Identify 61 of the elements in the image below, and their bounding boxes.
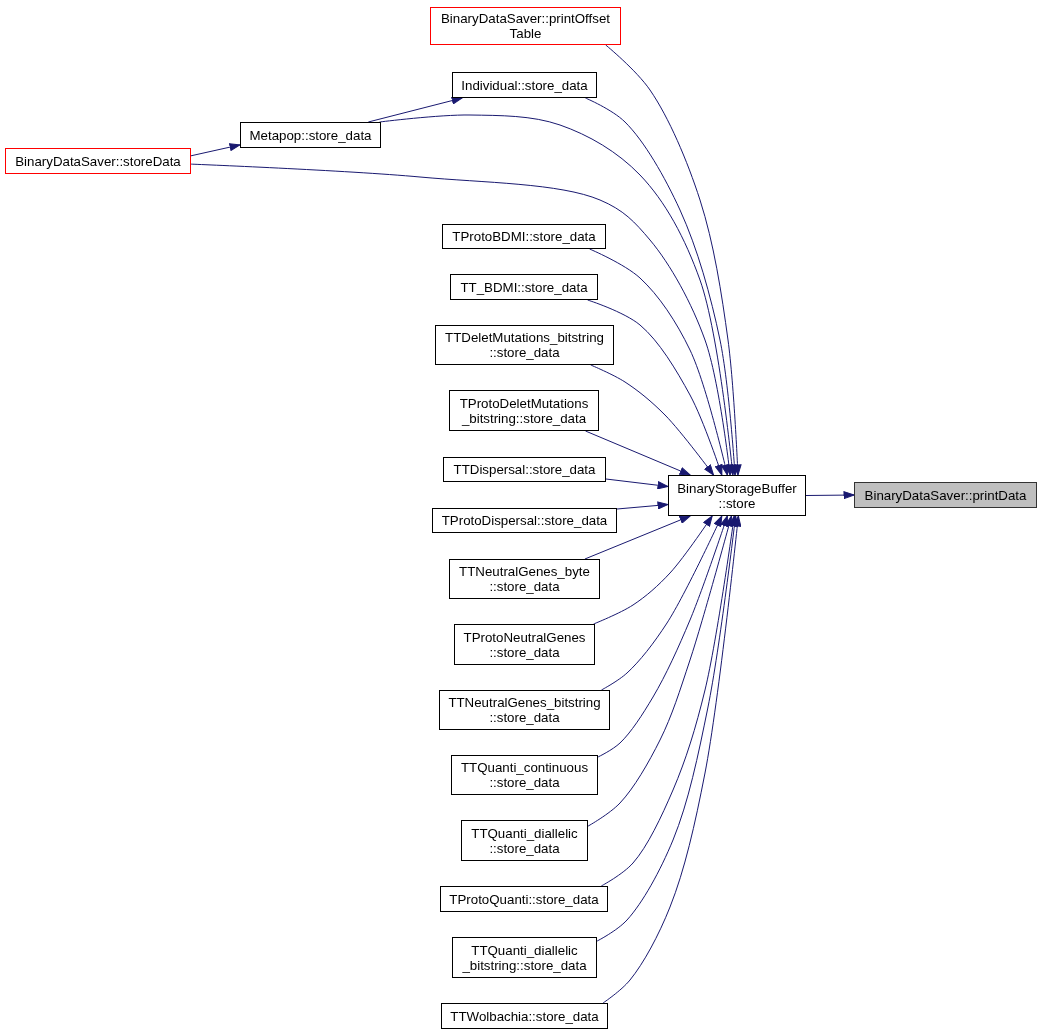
function-box [430, 7, 621, 45]
highlighted-function-box [854, 482, 1037, 508]
function-name: TProtoNeutralGenes ::store_data [463, 629, 586, 660]
call-arrow [584, 97, 739, 476]
function-name: TTWolbachia::store_data [450, 1008, 599, 1024]
function-box [449, 390, 599, 431]
function-box [450, 274, 598, 300]
call-arrow [190, 143, 241, 157]
function-box [442, 224, 606, 249]
call-arrow [805, 491, 855, 500]
call-arrow [605, 44, 742, 476]
function-name: Metapop::store_data [249, 127, 372, 143]
function-box [5, 148, 191, 174]
function-box [449, 559, 600, 599]
function-box [440, 886, 608, 912]
function-name: TTDeletMutations_bitstring ::store_data [445, 330, 604, 360]
call-arrow [597, 515, 728, 758]
function-box [451, 755, 598, 795]
function-name: BinaryDataSaver::printData [864, 487, 1027, 503]
call-arrow [616, 501, 669, 510]
call-arrow [589, 248, 729, 476]
function-name: TProtoDeletMutations _bitstring::store_data [459, 395, 589, 426]
function-name: TT_BDMI::store_data [460, 279, 588, 295]
call-arrow [367, 96, 463, 123]
call-arrow [600, 515, 723, 691]
function-name: TTNeutralGenes_byte ::store_data [459, 564, 590, 594]
function-name: Individual::store_data [461, 77, 588, 93]
function-box [439, 690, 610, 730]
function-box [432, 508, 617, 533]
call-arrow [605, 478, 669, 490]
function-name: TProtoDispersal::store_data [441, 513, 608, 528]
call-arrow [593, 515, 713, 625]
call-arrow [600, 515, 737, 887]
function-name: BinaryDataSaver::printOffset Table [441, 11, 610, 41]
function-name: TTDispersal::store_data [453, 462, 596, 477]
function-name: TTQuanti_continuous ::store_data [460, 760, 589, 790]
function-name: BinaryDataSaver::storeData [15, 153, 181, 169]
call-arrow [379, 114, 736, 476]
call-arrow [190, 163, 733, 476]
call-arrow [602, 515, 742, 1004]
call-arrow [587, 515, 733, 827]
call-arrow [590, 364, 715, 476]
function-name: TProtoQuanti::store_data [449, 891, 599, 907]
function-box [452, 72, 597, 98]
function-box [240, 122, 381, 148]
function-name: BinaryStorageBuffer ::store [677, 480, 797, 511]
function-name: TTQuanti_diallelic _bitstring::store_data [462, 942, 587, 973]
function-box [441, 1003, 608, 1029]
call-arrow [596, 515, 739, 942]
function-name: TProtoBDMI::store_data [452, 229, 596, 244]
call-arrow [584, 515, 691, 560]
function-box [443, 457, 606, 482]
function-box [452, 937, 597, 978]
function-box [435, 325, 614, 365]
function-name: TTQuanti_diallelic ::store_data [471, 825, 578, 856]
function-box [461, 820, 588, 861]
function-name: TTNeutralGenes_bitstring ::store_data [448, 695, 601, 725]
call-arrow [587, 299, 723, 476]
function-box [454, 624, 595, 665]
call-arrow [585, 430, 691, 476]
function-box [668, 475, 806, 516]
